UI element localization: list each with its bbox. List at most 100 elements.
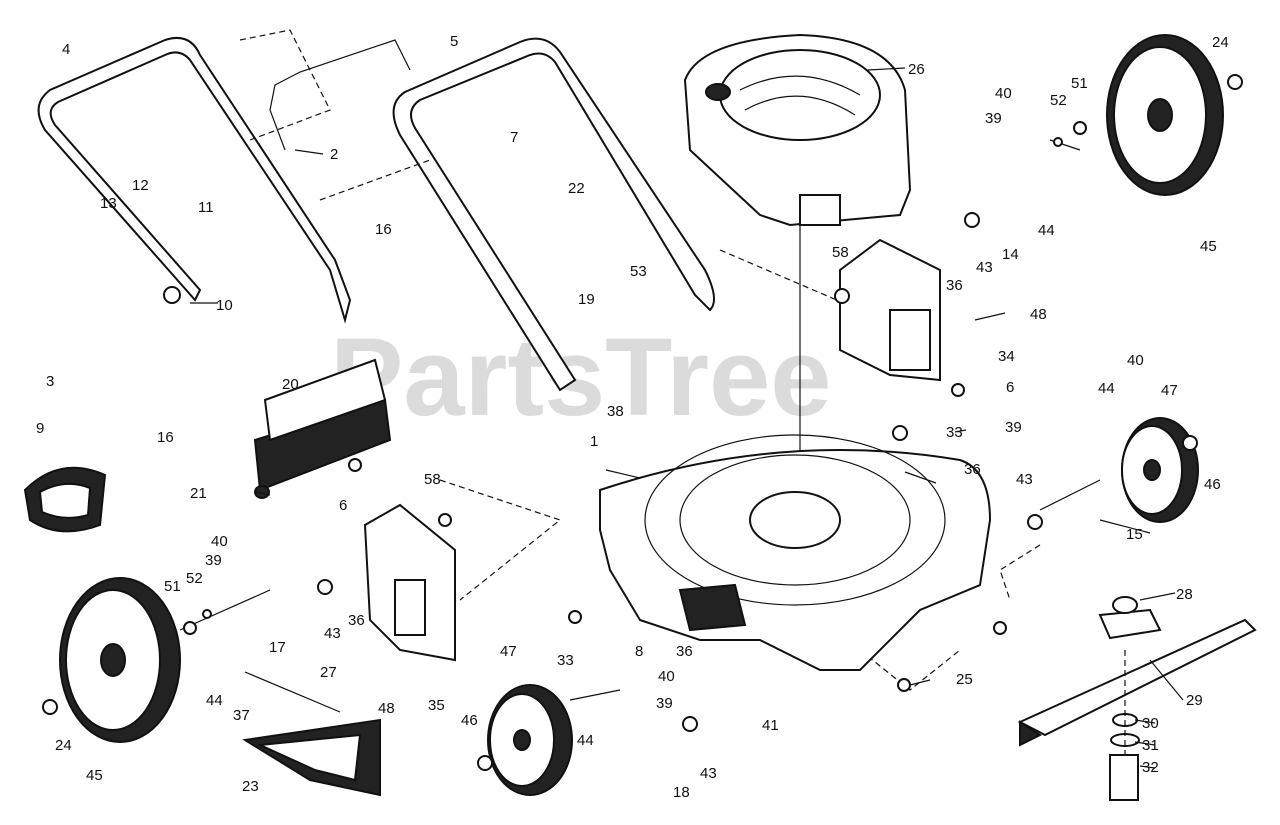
callout-label: 25 [956,671,973,688]
leader-dashed [999,544,1041,601]
front-right-wheel-part [1121,417,1199,523]
callout-label: 16 [375,221,392,238]
callout-label: 24 [1212,34,1229,51]
callout-label: 36 [348,612,365,629]
leader-line [179,139,1101,701]
callout-label: 20 [282,376,299,393]
callout-label: 40 [995,85,1012,102]
callout-label: 18 [673,784,690,801]
callout-label: 43 [1016,471,1033,488]
leader-dashed [239,29,331,141]
callout-label: 39 [1005,419,1022,436]
callout-label: 44 [1038,222,1055,239]
callout-label: 29 [1186,692,1203,709]
leader-dashed [319,159,431,201]
callout-label: 46 [461,712,478,729]
hinge-rod-part [244,671,341,713]
callout-label: 30 [1142,715,1159,732]
callout-label: 48 [1030,306,1047,323]
callout-label: 43 [324,625,341,642]
callout-label: 40 [658,668,675,685]
rear-left-wheel-part [59,577,181,743]
callout-label: 19 [578,291,595,308]
callout-label: 58 [832,244,849,261]
callout-label: 51 [164,578,181,595]
upper-handle-part [37,36,352,324]
callout-label: 22 [568,180,585,197]
callout-label: 39 [985,110,1002,127]
callout-label: 31 [1142,737,1159,754]
hardware-bits [42,74,1243,771]
callout-leaders [190,67,1184,769]
callout-label: 5 [450,33,458,50]
callout-label: 39 [656,695,673,712]
callout-label: 3 [46,373,54,390]
callout-label: 45 [1200,238,1217,255]
callout-label: 17 [269,639,286,656]
callout-label: 44 [206,692,223,709]
front-left-wheel-part [487,684,573,796]
callout-label: 16 [157,429,174,446]
callout-label: 41 [762,717,779,734]
callout-label: 1 [590,433,598,450]
mower-deck-part [599,434,992,671]
callout-label: 58 [424,471,441,488]
callout-label: 27 [320,664,337,681]
callout-label: 47 [500,643,517,660]
callout-label: 2 [330,146,338,163]
callout-label: 39 [205,552,222,569]
callout-label: 6 [339,497,347,514]
lower-handle-part [392,37,715,392]
discharge-chute-part [242,718,381,797]
callout-label: 36 [946,277,963,294]
callout-label: 34 [998,348,1015,365]
callout-labels: 4 5 26 24 40 52 51 39 7 2 22 12 13 11 44… [36,33,1229,801]
callout-label: 12 [132,177,149,194]
callout-label: 48 [378,700,395,717]
callout-label: 51 [1071,75,1088,92]
callout-label: 36 [676,643,693,660]
callout-label: 14 [1002,246,1019,263]
callout-label: 33 [946,424,963,441]
callout-label: 38 [607,403,624,420]
callout-label: 10 [216,297,233,314]
callout-label: 46 [1204,476,1221,493]
callout-label: 36 [964,461,981,478]
leader-dashed [859,649,961,691]
callout-label: 33 [557,652,574,669]
leader-dashed [439,479,562,601]
callout-label: 7 [510,129,518,146]
callout-label: 13 [100,195,117,212]
rear-guard-part [253,358,392,499]
callout-label: 9 [36,420,44,437]
callout-label: 21 [190,485,207,502]
callout-label: 6 [1006,379,1014,396]
height-adjuster-plate-part [839,238,941,382]
callout-label: 44 [577,732,594,749]
callout-label: 40 [211,533,228,550]
callout-label: 11 [198,199,214,216]
callout-label: 52 [1050,92,1067,109]
rear-right-wheel-part [1106,34,1224,196]
blade-part [1017,618,1257,747]
callout-label: 44 [1098,380,1115,397]
callout-label: 35 [428,697,445,714]
callout-label: 24 [55,737,72,754]
watermark-text: PartsTree [330,316,831,439]
callout-label: 8 [635,643,643,660]
callout-label: 47 [1161,382,1178,399]
engine-part [683,33,912,227]
callout-label: 26 [908,61,925,78]
callout-label: 28 [1176,586,1193,603]
grass-bag-part [23,466,107,533]
callout-label: 52 [186,570,203,587]
callout-label: 37 [233,707,250,724]
blade-bolt-part [1109,650,1140,801]
control-cable-part [269,39,411,151]
blade-adapter-part [1098,596,1162,640]
callout-label: 43 [700,765,717,782]
height-adjuster-plate-part [363,503,456,662]
callout-label: 45 [86,767,103,784]
